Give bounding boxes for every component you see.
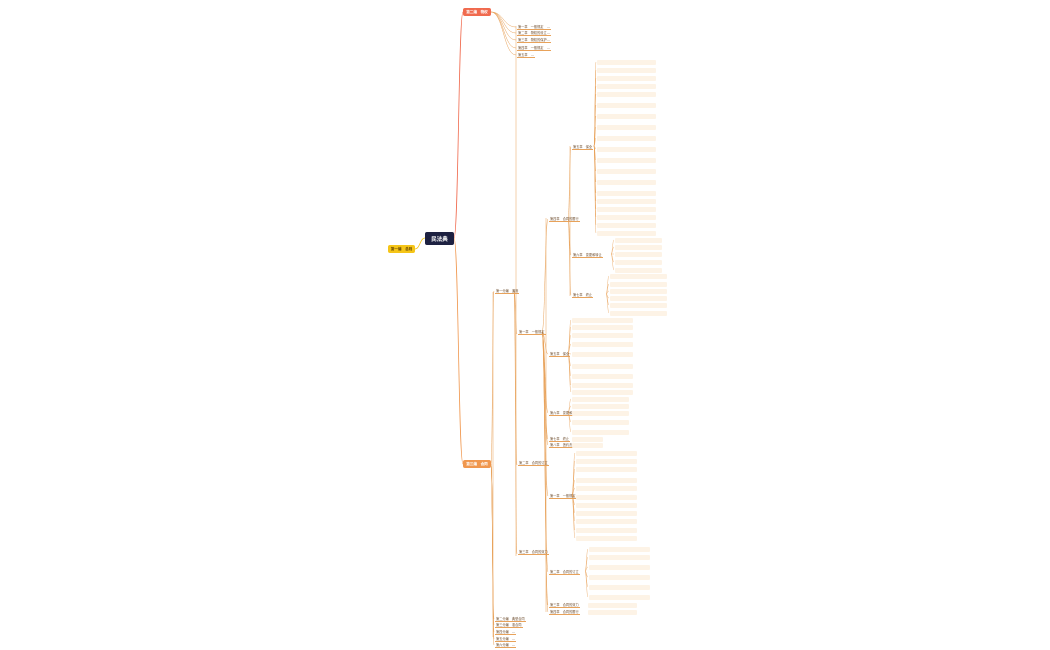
leaf-item[interactable] [597, 114, 656, 120]
leaf-item[interactable] [576, 478, 637, 484]
leaf-item[interactable] [572, 364, 633, 370]
leaf-item[interactable] [597, 68, 656, 74]
leaf-item[interactable] [572, 430, 629, 436]
leaf-item[interactable] [576, 511, 637, 517]
branch-top-node[interactable]: 第二编 物权 [463, 8, 491, 16]
leaf-item[interactable] [589, 547, 650, 553]
top-child-item[interactable]: 第五章 … [517, 53, 535, 58]
top-child-item[interactable]: 第一章 一般规定 … [517, 25, 551, 30]
bottom-child-item[interactable]: 第五分编 … [495, 637, 517, 642]
top-child-item[interactable]: 第四章 一般规定 … [517, 46, 551, 51]
leaf-item[interactable] [572, 404, 629, 410]
leaf-item[interactable] [597, 191, 656, 197]
leaf-item[interactable] [597, 84, 656, 90]
leaf-item[interactable] [588, 603, 637, 609]
leaf-item[interactable] [576, 467, 637, 473]
leaf-item[interactable] [572, 352, 633, 358]
leaf-item[interactable] [597, 199, 656, 205]
section-item[interactable]: 第八章 违约责任 [549, 443, 577, 448]
section-item[interactable]: 第二章 合同的订立 [549, 570, 580, 575]
leaf-item[interactable] [576, 536, 637, 542]
leaf-item[interactable] [597, 60, 656, 66]
leaf-item[interactable] [572, 342, 633, 348]
top-child-item[interactable]: 第二章 物权的设立… [517, 31, 551, 36]
leaf-item[interactable] [597, 158, 656, 164]
bottom-child-item[interactable]: 第三分编 准合同 [495, 623, 523, 628]
root-node[interactable]: 民法典 [425, 232, 454, 245]
leaf-item[interactable] [572, 411, 629, 417]
leaf-item[interactable] [589, 595, 650, 601]
leaf-item[interactable] [589, 575, 650, 581]
leaf-item[interactable] [576, 495, 637, 501]
bottom-child-item[interactable]: 第四分编 … [495, 630, 517, 635]
bottom-child-item[interactable]: 第一分编 通则 [495, 289, 520, 294]
section-item[interactable]: 第五章 保全 [572, 145, 594, 150]
leaf-item[interactable] [610, 274, 667, 280]
leaf-item[interactable] [615, 245, 662, 251]
leaf-item[interactable] [572, 420, 629, 426]
leaf-item[interactable] [597, 92, 656, 98]
leaf-item[interactable] [572, 397, 629, 403]
leaf-item[interactable] [610, 311, 667, 317]
leaf-item[interactable] [576, 459, 637, 465]
leaf-item[interactable] [597, 231, 656, 237]
leaf-item[interactable] [615, 252, 662, 258]
section-item[interactable]: 第三章 合同的效力 [518, 550, 549, 555]
leaf-item[interactable] [597, 223, 656, 229]
branch-left-node[interactable]: 第一编 总则 [388, 245, 415, 253]
section-item[interactable]: 第五章 保全 [549, 352, 571, 357]
leaf-item[interactable] [615, 260, 662, 266]
leaf-item[interactable] [615, 268, 662, 274]
leaf-item[interactable] [597, 215, 656, 221]
bottom-child-item[interactable]: 第六分编 … [495, 643, 517, 648]
leaf-item[interactable] [615, 238, 662, 244]
section-item[interactable]: 第七章 终止 [549, 437, 571, 442]
leaf-item[interactable] [572, 374, 633, 380]
leaf-item[interactable] [576, 528, 637, 534]
leaf-item[interactable] [576, 519, 637, 525]
leaf-item[interactable] [576, 451, 637, 457]
leaf-item[interactable] [597, 207, 656, 213]
leaf-item[interactable] [597, 169, 656, 175]
leaf-item[interactable] [572, 437, 603, 443]
section-item[interactable]: 第四章 合同的履行 [549, 610, 580, 615]
top-child-item[interactable]: 第三章 物权的保护… [517, 38, 551, 43]
section-item[interactable]: 第一章 一般规定 [549, 494, 577, 499]
leaf-item[interactable] [572, 318, 633, 324]
section-item[interactable]: 第三章 合同的效力 [549, 603, 580, 608]
leaf-item[interactable] [589, 565, 650, 571]
leaf-item[interactable] [572, 443, 603, 449]
leaf-item[interactable] [610, 296, 667, 302]
leaf-item[interactable] [597, 136, 656, 142]
leaf-item[interactable] [597, 147, 656, 153]
leaf-item[interactable] [610, 303, 667, 309]
leaf-item[interactable] [576, 503, 637, 509]
leaf-item[interactable] [572, 325, 633, 331]
leaf-item[interactable] [597, 103, 656, 109]
leaf-item[interactable] [597, 76, 656, 82]
leaf-item[interactable] [589, 555, 650, 561]
section-item[interactable]: 第六章 变更和转让 [549, 411, 580, 416]
branch-bottom-node[interactable]: 第三编 合同 [463, 460, 491, 468]
section-item[interactable]: 第四章 合同的履行 [549, 217, 580, 222]
leaf-item[interactable] [576, 486, 637, 492]
section-item[interactable]: 第七章 终止 [572, 293, 594, 298]
leaf-item[interactable] [572, 333, 633, 339]
section-item[interactable]: 第六章 变更和转让 [572, 253, 603, 258]
leaf-item[interactable] [588, 610, 637, 616]
leaf-item[interactable] [597, 125, 656, 131]
leaf-item[interactable] [589, 585, 650, 591]
leaf-item[interactable] [610, 289, 667, 295]
leaf-item[interactable] [597, 180, 656, 186]
section-item[interactable]: 第二章 合同的订立 [518, 461, 549, 466]
leaf-item[interactable] [610, 282, 667, 288]
bottom-child-item[interactable]: 第二分编 典型合同 [495, 617, 526, 622]
leaf-item[interactable] [572, 390, 633, 396]
section-item[interactable]: 第一章 一般规定 [518, 330, 546, 335]
leaf-item[interactable] [572, 383, 633, 389]
